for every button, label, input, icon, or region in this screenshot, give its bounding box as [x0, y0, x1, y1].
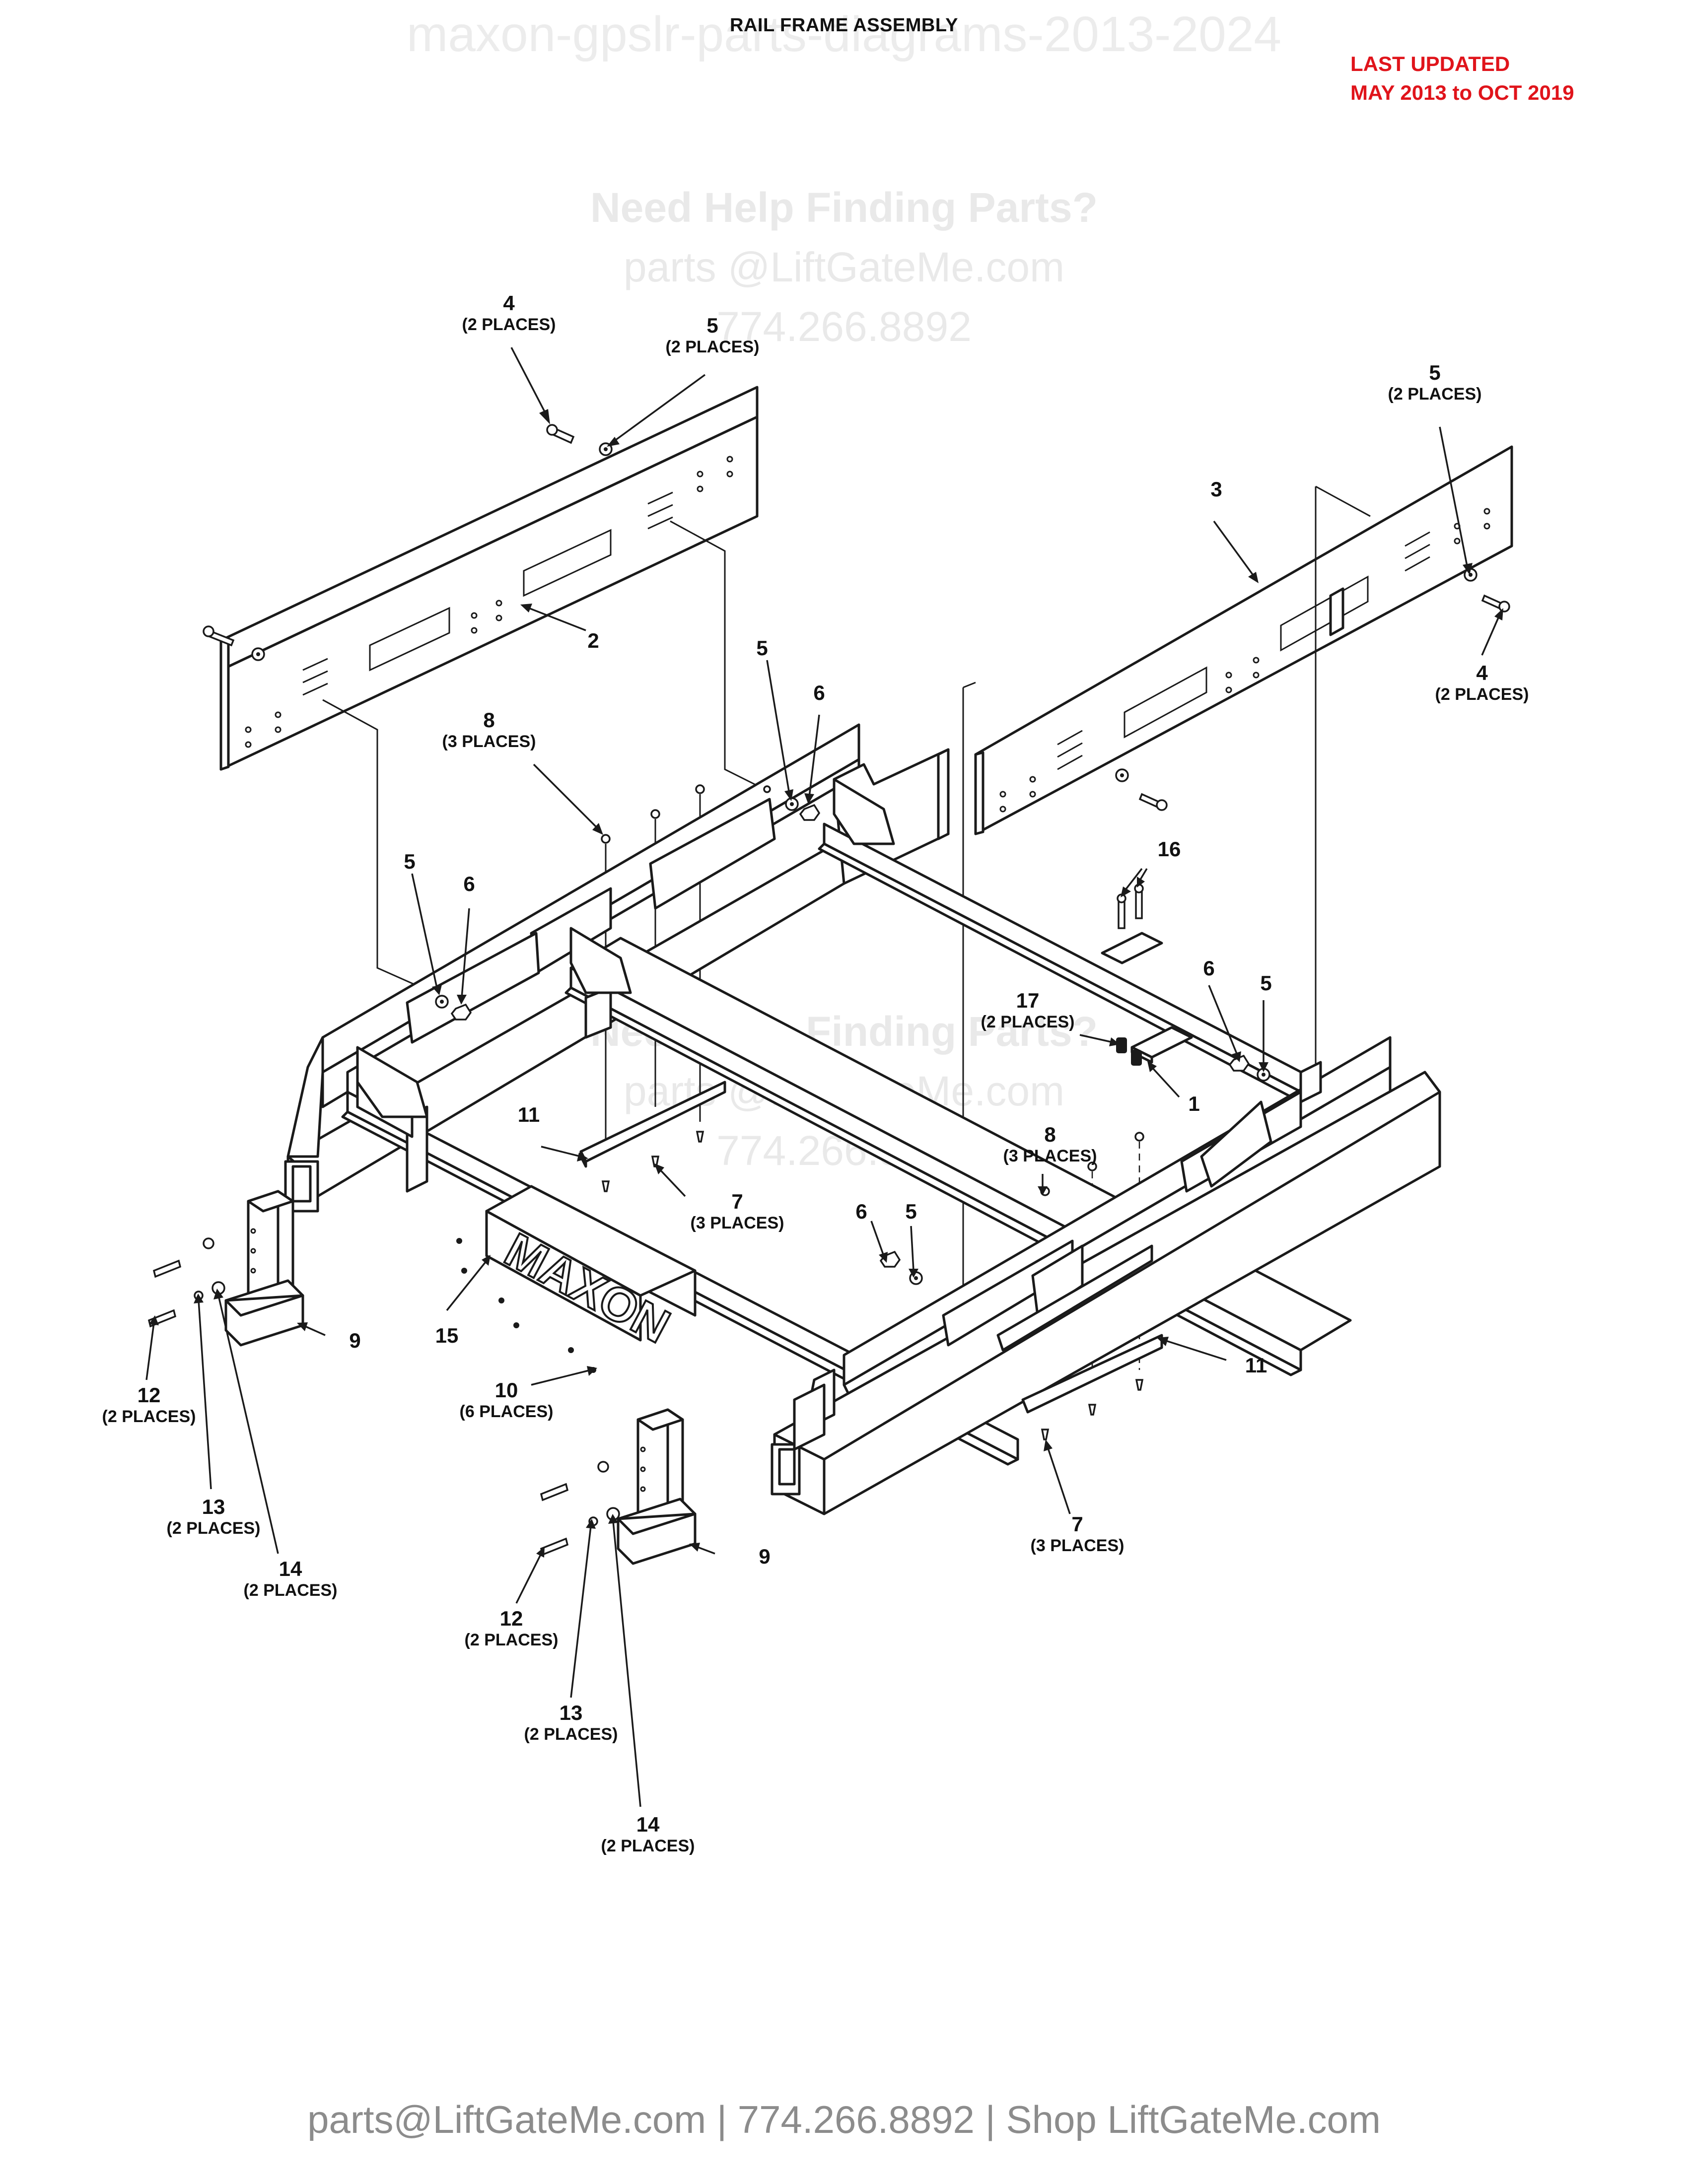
bracket-upper-part-16-target [1101, 932, 1163, 964]
footer-contact: parts@LiftGateMe.com | 774.266.8892 | Sh… [307, 2098, 1381, 2141]
watermark-help-title: Need Help Finding Parts? [590, 184, 1098, 231]
callout-7-number-left: 7 [731, 1190, 743, 1213]
callout-9-number-left: 9 [349, 1329, 360, 1352]
callout-labels: 1 2 3 4 (2 PLACES) 4 (2 PLACES) 5 (2 PLA… [102, 291, 1529, 1855]
callout-5-number-left: 5 [404, 850, 415, 873]
callout-10-qty: (6 PLACES) [460, 1402, 554, 1421]
callout-8-number-left: 8 [483, 708, 494, 732]
callout-8-number-right: 8 [1044, 1123, 1055, 1146]
callout-5-number-right-frame: 5 [1260, 971, 1271, 995]
callout-5-number-top: 5 [706, 314, 718, 337]
last-updated-range: MAY 2013 to OCT 2019 [1350, 81, 1574, 104]
callout-14-qty-right: (2 PLACES) [601, 1837, 695, 1855]
callout-13-number-right: 13 [560, 1701, 583, 1724]
rail-plate-left [219, 386, 759, 771]
callout-8-qty-right: (3 PLACES) [1003, 1147, 1097, 1165]
callout-9-number-right: 9 [759, 1545, 770, 1568]
callout-17-qty: (2 PLACES) [981, 1013, 1075, 1031]
hardware-16-bolts [1117, 884, 1144, 929]
callout-7-qty-left: (3 PLACES) [691, 1214, 784, 1232]
callout-5-number-mid: 5 [756, 636, 768, 660]
callout-12-qty-left: (2 PLACES) [102, 1407, 196, 1426]
callout-7-number-right: 7 [1071, 1512, 1083, 1536]
callout-15-number: 15 [435, 1324, 459, 1347]
callout-5-number-lower: 5 [905, 1200, 916, 1223]
callout-13-number-left: 13 [202, 1495, 225, 1518]
callout-5-qty-top: (2 PLACES) [666, 338, 760, 356]
callout-12-number-left: 12 [138, 1383, 161, 1407]
watermark-filename: maxon-gpslr-parts-diagrams-2013-2024 [407, 6, 1281, 62]
callout-4-qty-top: (2 PLACES) [462, 315, 556, 334]
callout-5-qty-right: (2 PLACES) [1388, 385, 1482, 404]
callout-14-number-right: 14 [636, 1813, 660, 1836]
callout-3-number: 3 [1210, 478, 1222, 501]
last-updated-note: LAST UPDATED MAY 2013 to OCT 2019 [1350, 50, 1574, 107]
callout-1-number: 1 [1188, 1092, 1199, 1115]
leader-lines [145, 347, 1503, 1807]
standoff-leg-left [224, 1190, 304, 1347]
page-title: RAIL FRAME ASSEMBLY [730, 15, 958, 36]
callout-6-number-lower: 6 [855, 1200, 867, 1223]
last-updated-label: LAST UPDATED [1350, 52, 1510, 75]
hardware-bolts [147, 424, 1510, 1556]
hardware-17-bumpers [1116, 1037, 1142, 1066]
mounting-plate-left [579, 1081, 726, 1168]
callout-16-number: 16 [1158, 837, 1181, 861]
callout-5-number-right: 5 [1429, 361, 1440, 384]
callout-14-number-left: 14 [279, 1557, 302, 1580]
watermark-help-phone: 774.266.8892 [716, 303, 972, 350]
callout-6-number-right: 6 [1203, 956, 1214, 980]
watermark-help-email: parts @LiftGateMe.com [623, 244, 1065, 290]
hardware-nuts [450, 784, 1250, 1268]
callout-6-number-left: 6 [463, 872, 475, 895]
callout-14-qty-left: (2 PLACES) [244, 1581, 338, 1600]
frame-gussets [356, 778, 1272, 1188]
callout-12-number-right: 12 [500, 1607, 523, 1630]
callout-8-qty-left: (3 PLACES) [442, 732, 536, 751]
callout-10-number: 10 [495, 1378, 518, 1402]
callout-13-qty-left: (2 PLACES) [167, 1519, 261, 1538]
rail-plate-right [974, 445, 1513, 835]
callout-4-number-right: 4 [1476, 661, 1488, 684]
hardware-screws-7 [601, 1131, 1144, 1440]
callout-6-number-mid: 6 [813, 681, 825, 704]
mounting-plate-right [1021, 1334, 1163, 1414]
callout-2-number: 2 [587, 629, 599, 652]
maxon-logo-plate: MAXON [485, 1185, 697, 1354]
callout-7-qty-right: (3 PLACES) [1031, 1536, 1125, 1555]
callout-13-qty-right: (2 PLACES) [524, 1725, 618, 1744]
callout-17-number: 17 [1016, 989, 1040, 1012]
callout-12-qty-right: (2 PLACES) [465, 1631, 559, 1649]
standoff-leg-right [617, 1408, 697, 1565]
callout-4-qty-right: (2 PLACES) [1435, 685, 1529, 704]
callout-11-number-left: 11 [518, 1103, 540, 1126]
callout-4-number-top: 4 [503, 291, 515, 315]
callout-11-number-right: 11 [1245, 1354, 1267, 1377]
